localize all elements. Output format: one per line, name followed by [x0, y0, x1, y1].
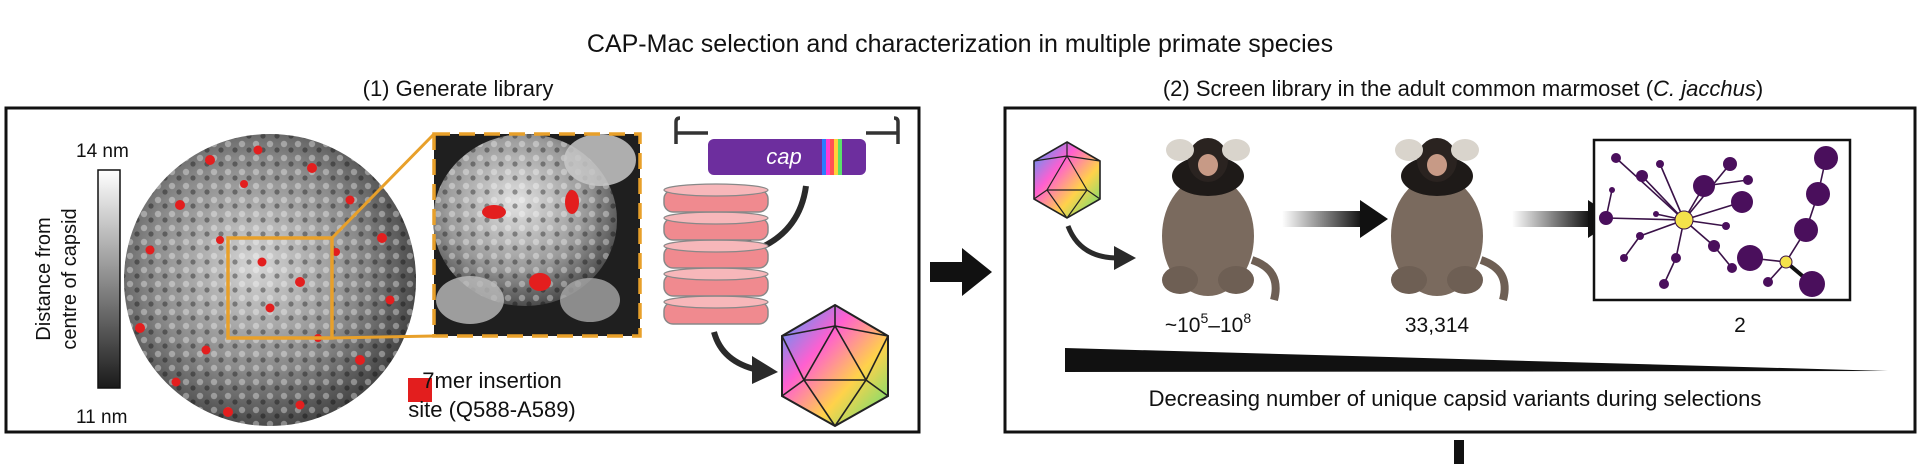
plasmid-label: cap: [766, 144, 801, 169]
zoomed-capsid-inset: [432, 132, 642, 338]
plate-stack: [663, 183, 769, 325]
marmoset-round1: [1162, 138, 1280, 302]
legend-line1: 7mer insertion: [422, 368, 561, 393]
panel2-heading: (2) Screen library in the adult common m…: [1163, 76, 1763, 101]
variant-network: [1599, 146, 1838, 297]
zoom-box-frame: [432, 132, 642, 338]
wedge-caption: Decreasing number of unique capsid varia…: [1149, 386, 1762, 411]
variant-stripes: [822, 139, 842, 175]
round-arrow-2-shaft: [1512, 211, 1590, 227]
bottom-connector: [1454, 440, 1464, 464]
panel1-heading: (1) Generate library: [363, 76, 554, 101]
plates-to-capsid-arrow: [711, 331, 759, 373]
scale-axis-label-line2: centre of capsid: [59, 208, 81, 349]
capsid-library-icosahedron: [781, 303, 889, 428]
scale-gradient-bar: [97, 169, 121, 389]
capsid-structure: [124, 134, 416, 426]
inset-insertion-sites: [482, 190, 579, 291]
insertion-site-legend-swatch: [408, 378, 432, 402]
scale-top-label: 14 nm: [76, 141, 129, 162]
capsid-highlight-box: [226, 236, 334, 340]
round1-count: ~105–108: [1165, 310, 1251, 337]
network-hub-node: [1674, 210, 1694, 230]
plasmid-to-plates-arrow: [758, 185, 809, 251]
scale-bottom-label: 11 nm: [76, 407, 127, 428]
cap-plasmid: cap: [674, 116, 900, 175]
injection-arrowhead: [1114, 246, 1136, 270]
panel2-heading-prefix: (2) Screen library in the adult common m…: [1163, 76, 1654, 101]
insertion-sites: [135, 145, 395, 417]
injection-arrow: [1065, 225, 1119, 261]
round-arrow-1-shaft: [1282, 211, 1362, 227]
panel2-heading-suffix: ): [1756, 76, 1763, 101]
figure-title: CAP-Mac selection and characterization i…: [587, 30, 1333, 58]
round-arrow-1-head: [1360, 200, 1388, 238]
round3-count: 2: [1734, 314, 1746, 337]
distance-scale: 14 nm 11 nm Distance from centre of caps…: [33, 141, 129, 428]
panel-transition-arrow: [930, 248, 992, 296]
marmoset-round2: [1391, 138, 1509, 302]
scale-axis-label-line1: Distance from: [33, 217, 55, 340]
small-capsid-icosahedron: [1033, 141, 1101, 219]
panel1-frame: [4, 106, 921, 434]
panel2-frame: [1003, 106, 1917, 434]
legend-line2: site (Q588-A589): [408, 397, 576, 422]
zoom-connector-bottom: [331, 334, 435, 340]
plates-to-capsid-arrowhead: [752, 356, 778, 384]
zoom-connector-top: [330, 132, 436, 240]
panel2-heading-species: C. jacchus: [1653, 76, 1756, 101]
decreasing-wedge: [1065, 348, 1888, 372]
network-selected-node: [1779, 255, 1793, 269]
round2-count: 33,314: [1405, 314, 1470, 337]
